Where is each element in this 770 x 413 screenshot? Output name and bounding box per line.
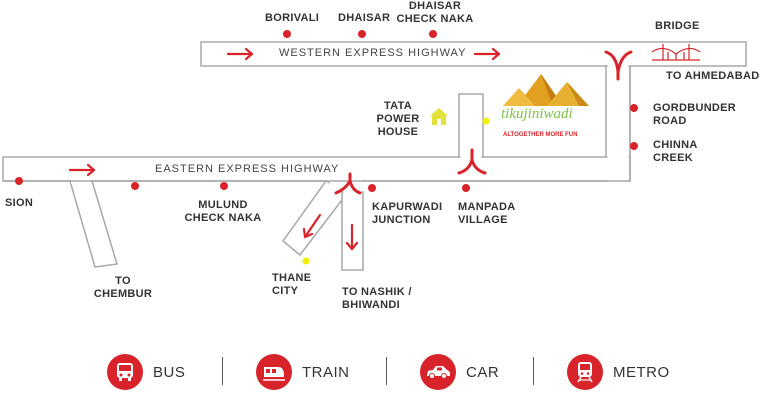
- road-network: [2, 41, 747, 271]
- legend-divider: [533, 357, 534, 385]
- junction-merge-icon: [457, 148, 487, 175]
- arrow-right-icon: [226, 47, 254, 61]
- legend-car[interactable]: CAR: [420, 352, 499, 392]
- pyramid-logo-icon: tikujiniwadi ALTOGETHER MORE FUN: [501, 74, 589, 138]
- location-markers: [15, 30, 638, 192]
- to-nashik-bhiwandi-label: TO NASHIK / BHIWANDI: [342, 286, 412, 311]
- borivali-label: BORIVALI: [265, 12, 320, 24]
- svg-text:tikujiniwadi: tikujiniwadi: [501, 106, 573, 122]
- metro-icon: [567, 354, 603, 390]
- train-icon: [256, 354, 292, 390]
- arrow-right-icon: [68, 163, 96, 177]
- location-dot: [630, 104, 638, 112]
- dhaisar-check-naka-label: DHAISAR CHECK NAKA: [396, 0, 474, 25]
- location-dot: [429, 30, 437, 38]
- manpada-village-label: MANPADA VILLAGE: [458, 201, 516, 226]
- location-dot: [630, 142, 638, 150]
- car-icon: [420, 354, 456, 390]
- chembur-road: [69, 180, 118, 268]
- location-dot-highlight: [482, 117, 490, 125]
- thane-city-label: THANE CITY: [272, 272, 312, 297]
- bus-icon: [107, 354, 143, 390]
- location-dot: [15, 177, 23, 185]
- legend-bus[interactable]: BUS: [107, 352, 185, 392]
- legend-car-label: CAR: [466, 363, 500, 381]
- tikujiniwadi-logo: tikujiniwadi ALTOGETHER MORE FUN: [497, 72, 607, 144]
- sion-label: SION: [5, 197, 34, 209]
- mulund-check-naka-label: MULUND CHECK NAKA: [184, 199, 262, 224]
- location-dot: [131, 182, 139, 190]
- location-dot-highlight: [302, 257, 310, 265]
- legend-metro-label: METRO: [613, 363, 670, 381]
- junction-split-icon: [334, 172, 362, 195]
- legend-metro[interactable]: METRO: [567, 352, 670, 392]
- western-highway-label: WESTERN EXPRESS HIGHWAY: [279, 47, 467, 59]
- location-dot: [368, 184, 376, 192]
- bridge-label: BRIDGE: [655, 20, 700, 32]
- location-dot: [462, 184, 470, 192]
- legend-bus-label: BUS: [153, 363, 186, 381]
- arrow-down-icon: [345, 223, 359, 251]
- dhaisar-label: DHAISAR: [338, 12, 391, 24]
- gordbunder-road-label: GORDBUNDER ROAD: [653, 102, 737, 127]
- legend-divider: [386, 357, 387, 385]
- western-express-highway-road: [200, 41, 747, 67]
- legend-train-label: TRAIN: [302, 363, 350, 381]
- kapurwadi-junction-label: KAPURWADI JUNCTION: [372, 201, 443, 226]
- manpada-road: [458, 93, 484, 158]
- location-dot: [220, 182, 228, 190]
- location-dot: [283, 30, 291, 38]
- eastern-highway-label: EASTERN EXPRESS HIGHWAY: [155, 163, 340, 175]
- svg-text:ALTOGETHER MORE FUN: ALTOGETHER MORE FUN: [503, 132, 577, 138]
- chinna-creek-label: CHINNA CREEK: [653, 139, 698, 164]
- location-dot: [358, 30, 366, 38]
- legend-divider: [222, 357, 223, 385]
- arrow-right-icon: [473, 47, 501, 61]
- junction-fork-icon: [604, 50, 633, 81]
- house-icon: [430, 108, 448, 125]
- tata-power-house-label: TATA POWER HOUSE: [376, 100, 420, 138]
- to-chembur-label: TO CHEMBUR: [93, 275, 153, 300]
- bridge-icon: [651, 44, 701, 61]
- legend-train[interactable]: TRAIN: [256, 352, 350, 392]
- arrow-down-left-icon: [302, 213, 322, 239]
- to-ahmedabad-label: TO AHMEDABAD: [666, 70, 760, 82]
